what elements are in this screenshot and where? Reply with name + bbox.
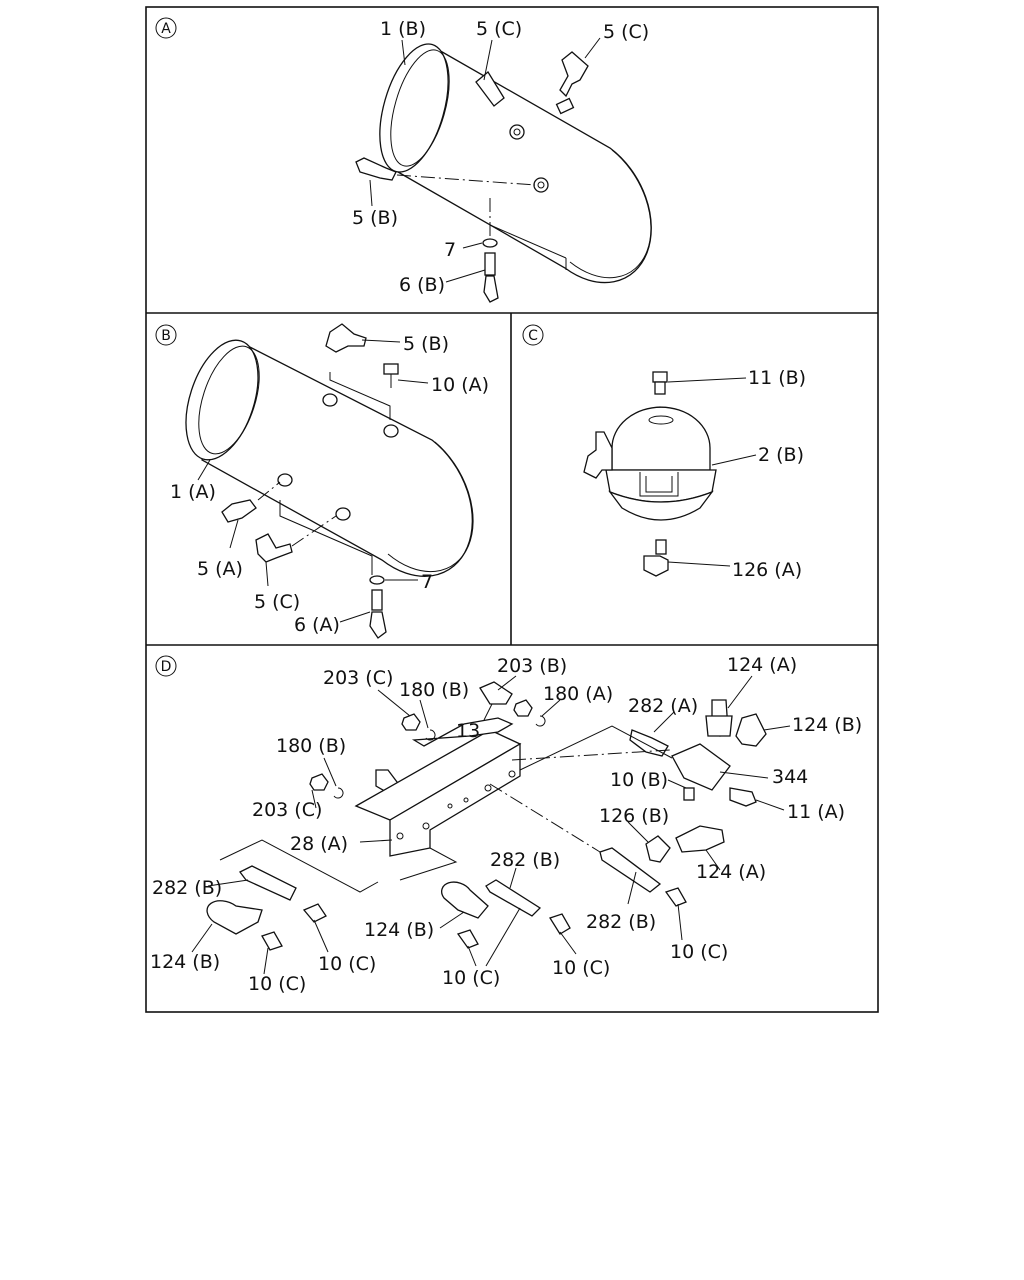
washer-icon — [425, 729, 436, 741]
sensor-icon — [735, 713, 767, 747]
label-drain: 6 (A) — [294, 614, 340, 636]
label-washer-top-left: 180 (B) — [399, 679, 469, 701]
plug-icon — [549, 913, 571, 935]
air-tank-icon — [185, 339, 474, 577]
label-fitting-top1: 5 (C) — [476, 18, 522, 40]
label-elbow: 5 (C) — [254, 591, 300, 613]
label-elbow: 126 (A) — [732, 559, 802, 581]
label-pipe-center: 282 (B) — [490, 849, 560, 871]
fitting-side-icon — [221, 499, 257, 523]
label-washer-top-right: 180 (A) — [543, 683, 613, 705]
svg-text:A: A — [161, 21, 171, 37]
plug-icon — [664, 887, 687, 907]
label-fitting-side: 5 (A) — [197, 558, 243, 580]
label-bolt-282a: 282 (A) — [628, 695, 698, 717]
elbow-icon — [643, 539, 669, 577]
fitting-elbow-side-icon — [255, 533, 293, 563]
nut-icon — [401, 713, 421, 731]
plug-icon — [683, 787, 695, 801]
label-drain: 6 (B) — [399, 274, 445, 296]
drain-cock-icon — [483, 252, 499, 303]
label-fitting-side: 5 (B) — [352, 207, 398, 229]
label-nut-top-right: 203 (B) — [497, 655, 567, 677]
label-plug-center-1: 10 (C) — [442, 967, 500, 989]
label-manifold: 344 — [772, 766, 808, 788]
diagram-frames — [145, 6, 879, 1013]
sensor-icon — [705, 699, 733, 737]
pipe-icon — [485, 879, 542, 917]
pipe-icon — [599, 847, 662, 893]
label-plug-right: 10 (C) — [670, 941, 728, 963]
air-dryer-icon — [583, 406, 717, 521]
svg-text:D: D — [161, 659, 172, 675]
label-fitting-top2: 5 (C) — [603, 21, 649, 43]
panel-d-marker: D — [155, 655, 177, 677]
plug-icon — [261, 931, 283, 951]
panel-d: D — [150, 654, 862, 995]
label-plug-10b: 10 (B) — [610, 769, 668, 791]
label-bolt: 10 (A) — [431, 374, 489, 396]
spacer-icon — [479, 681, 513, 705]
boss-icons — [277, 393, 399, 521]
label-sensor-b-center: 124 (B) — [364, 919, 434, 941]
bolt-icon — [629, 729, 669, 757]
plug-icon — [729, 787, 757, 807]
label-sensor-a-top: 124 (A) — [727, 654, 797, 676]
manifold-icon — [671, 743, 731, 791]
bracket-icon — [354, 717, 522, 857]
label-tank: 1 (A) — [170, 481, 216, 503]
fitting-elbow-icon — [325, 323, 367, 353]
plug-icon — [302, 903, 327, 923]
label-fitting-top: 5 (B) — [403, 333, 449, 355]
label-washer: 7 — [421, 571, 433, 593]
label-spacer: 13 — [456, 720, 480, 742]
sensor-icon — [206, 900, 263, 935]
label-plug-11a: 11 (A) — [787, 801, 845, 823]
label-pipe-left: 282 (B) — [152, 877, 222, 899]
label-plug: 11 (B) — [748, 367, 806, 389]
panel-a: A — [155, 17, 652, 303]
label-washer: 7 — [444, 239, 456, 261]
sensor-icon — [675, 825, 725, 853]
panel-c-marker: C — [522, 324, 544, 346]
sensor-icon — [441, 881, 489, 919]
panel-b: B — [155, 323, 489, 639]
panel-b-marker: B — [155, 324, 177, 346]
svg-text:C: C — [528, 328, 538, 344]
washer-icon — [482, 238, 498, 248]
label-tank: 1 (B) — [380, 18, 426, 40]
pipe-icon — [239, 865, 297, 901]
washer-icon — [369, 575, 385, 585]
label-sensor-b-top: 124 (B) — [792, 714, 862, 736]
label-pipe-right: 282 (B) — [586, 911, 656, 933]
washer-icon — [333, 787, 344, 799]
label-nut-top-left: 203 (C) — [323, 667, 393, 689]
label-sensor-b-left: 124 (B) — [150, 951, 220, 973]
label-nut-left: 203 (C) — [252, 799, 322, 821]
panel-c: C 11 (B) 2 (B) 126 (A) — [522, 324, 806, 581]
fitting-side-icon — [355, 157, 549, 193]
label-plug-left-2: 10 (C) — [248, 973, 306, 995]
label-sensor-a-right: 124 (A) — [696, 861, 766, 883]
fitting-top-icon — [475, 71, 525, 140]
label-plug-left-1: 10 (C) — [318, 953, 376, 975]
label-dryer: 2 (B) — [758, 444, 804, 466]
plug-icon — [456, 929, 479, 949]
washer-icon — [535, 715, 546, 727]
drain-cock-icon — [369, 589, 387, 639]
bolt-icon — [383, 363, 399, 388]
air-tank-icon — [379, 43, 652, 284]
label-washer-left: 180 (B) — [276, 735, 346, 757]
label-bracket: 28 (A) — [290, 833, 348, 855]
nut-icon — [513, 699, 533, 717]
nut-icon — [309, 773, 329, 791]
fitting-elbow-top-icon — [555, 51, 589, 115]
panel-a-marker: A — [155, 17, 177, 39]
svg-text:B: B — [161, 328, 171, 344]
label-plug-center-2: 10 (C) — [552, 957, 610, 979]
label-elbow-126b: 126 (B) — [599, 805, 669, 827]
elbow-icon — [645, 835, 671, 863]
